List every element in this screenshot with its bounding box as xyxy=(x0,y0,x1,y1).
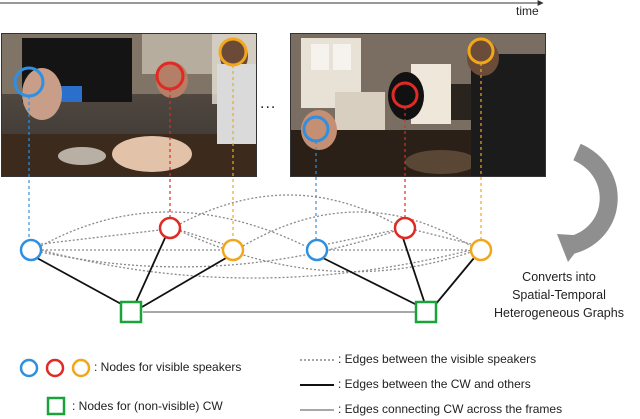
speaker-node-red-f1 xyxy=(158,216,182,240)
converts-line-1: Converts into xyxy=(522,270,596,284)
video-frame-2 xyxy=(290,33,546,177)
edge-cw xyxy=(322,257,418,306)
speaker-ring-blue-f1 xyxy=(13,66,45,98)
time-label: time xyxy=(516,4,539,18)
legend-edge-visible: : Edges between the visible speakers xyxy=(338,352,537,366)
legend-node-blue xyxy=(19,358,39,378)
legend-node-yellow xyxy=(71,358,91,378)
edge-visible xyxy=(40,230,396,268)
legend-node-red xyxy=(45,358,65,378)
cw-node-f1 xyxy=(119,300,143,324)
legend-edge-cw: : Edges between the CW and others xyxy=(338,377,531,391)
speaker-node-yellow-f2 xyxy=(469,238,493,262)
edge-visible xyxy=(40,211,306,247)
edge-visible xyxy=(40,249,472,279)
edge-cw xyxy=(135,237,166,303)
laptop-shape xyxy=(60,86,82,102)
converts-line-3: Heterogeneous Graphs xyxy=(494,306,624,320)
speaker-ring-yellow-f2 xyxy=(467,37,495,65)
speaker-ring-yellow-f1 xyxy=(218,37,248,67)
edge-visible xyxy=(40,229,161,245)
bookshelf-shape xyxy=(335,92,385,132)
edge-cw xyxy=(36,257,124,306)
speaker-node-red-f2 xyxy=(393,216,417,240)
edge-visible xyxy=(242,211,472,247)
speaker-ring-blue-f2 xyxy=(302,115,330,143)
legend-node-cw xyxy=(46,396,66,416)
legend-cw: : Nodes for (non-visible) CW xyxy=(72,399,223,413)
curved-arrow-head xyxy=(557,234,588,262)
ellipsis: ... xyxy=(260,95,277,112)
speaker-node-blue-f1 xyxy=(19,238,43,262)
edge-visible xyxy=(179,230,472,273)
cw-node-f2 xyxy=(414,300,438,324)
curved-arrow-body xyxy=(568,143,618,254)
speaker-ring-red-f1 xyxy=(155,61,185,91)
frame-2-scene xyxy=(291,34,545,176)
converts-caption: Converts into Spatial-Temporal Heterogen… xyxy=(484,268,634,322)
converts-line-2: Spatial-Temporal xyxy=(512,288,606,302)
speaker-node-yellow-f1 xyxy=(221,238,245,262)
edge-visible xyxy=(179,229,224,245)
edge-visible xyxy=(179,194,396,225)
legend-edge-frames: : Edges connecting CW across the frames xyxy=(338,402,563,416)
legend-visible-speakers: : Nodes for visible speakers xyxy=(94,360,242,374)
edge-cw xyxy=(141,257,227,308)
edge-cw xyxy=(402,237,425,302)
edge-visible xyxy=(414,229,472,245)
speaker-node-blue-f2 xyxy=(305,238,329,262)
speaker-ring-red-f2 xyxy=(391,81,419,109)
curved-arrow-icon xyxy=(557,143,618,262)
edge-visible xyxy=(327,229,396,245)
edge-cw xyxy=(434,257,475,306)
